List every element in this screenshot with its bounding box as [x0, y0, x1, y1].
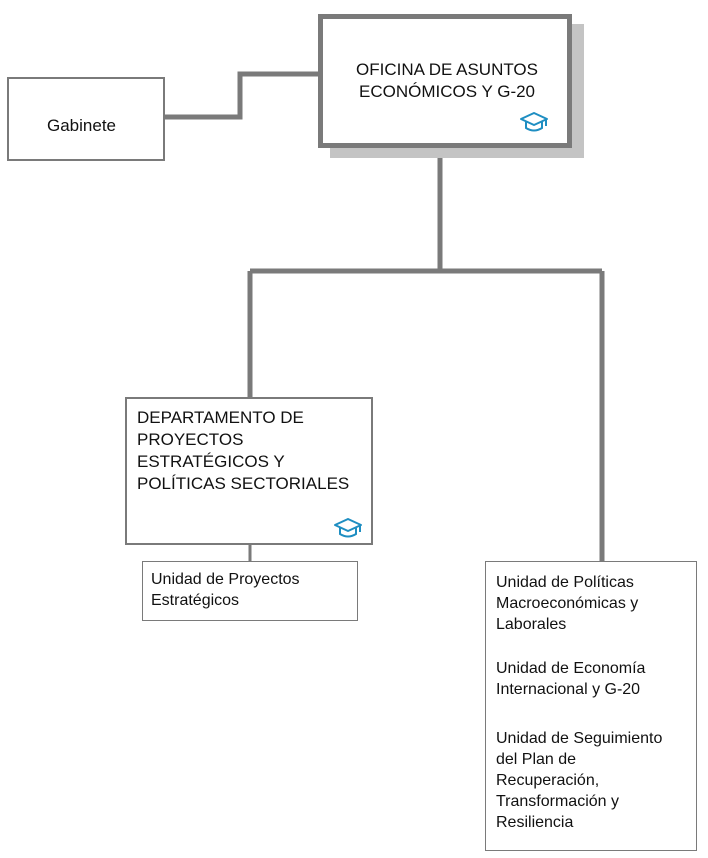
unit-recovery-line-2: del Plan de	[496, 751, 577, 768]
unit-projects-line-2: Estratégicos	[151, 592, 240, 609]
department-line-1: DEPARTAMENTO DE	[137, 408, 304, 427]
unit-projects-box: Unidad de Proyectos Estratégicos	[142, 561, 358, 621]
graduation-cap-icon	[520, 112, 548, 132]
department-label: DEPARTAMENTO DE PROYECTOS ESTRATÉGICOS Y…	[137, 407, 373, 495]
main-office-box: OFICINA DE ASUNTOS ECONÓMICOS Y G-20	[318, 14, 572, 148]
main-office-label: OFICINA DE ASUNTOS ECONÓMICOS Y G-20	[347, 59, 547, 103]
unit-projects-line-1: Unidad de Proyectos	[151, 571, 300, 588]
connector-cabinet	[165, 71, 318, 120]
unit-recovery-line-5: Resiliencia	[496, 814, 574, 831]
unit-macro-line-1: Unidad de Políticas	[496, 574, 634, 591]
unit-recovery-line-4: Transformación y	[496, 793, 619, 810]
department-line-3: ESTRATÉGICOS Y	[137, 452, 285, 471]
unit-macro-line-3: Laborales	[496, 616, 567, 633]
department-line-4: POLÍTICAS SECTORIALES	[137, 474, 350, 493]
graduation-cap-icon	[334, 518, 362, 538]
unit-intl-label: Unidad de Economía Internacional y G-20	[496, 658, 645, 700]
unit-projects-label: Unidad de Proyectos Estratégicos	[151, 569, 300, 611]
units-list-box: Unidad de Políticas Macroeconómicas y La…	[485, 561, 697, 851]
unit-recovery-label: Unidad de Seguimiento del Plan de Recupe…	[496, 728, 662, 833]
unit-recovery-line-1: Unidad de Seguimiento	[496, 730, 663, 747]
unit-macro-line-2: Macroeconómicas y	[496, 595, 639, 612]
cabinet-label: Gabinete	[47, 116, 116, 135]
unit-macro-label: Unidad de Políticas Macroeconómicas y La…	[496, 572, 638, 635]
unit-intl-line-1: Unidad de Economía	[496, 660, 646, 677]
unit-recovery-line-3: Recuperación,	[496, 772, 600, 789]
main-office-line-2: ECONÓMICOS Y G-20	[358, 82, 536, 101]
main-office-line-1: OFICINA DE ASUNTOS	[355, 60, 538, 79]
cabinet-box: Gabinete	[7, 77, 165, 161]
department-box: DEPARTAMENTO DE PROYECTOS ESTRATÉGICOS Y…	[125, 397, 373, 545]
unit-intl-line-2: Internacional y G-20	[496, 681, 641, 698]
department-line-2: PROYECTOS	[137, 430, 244, 449]
